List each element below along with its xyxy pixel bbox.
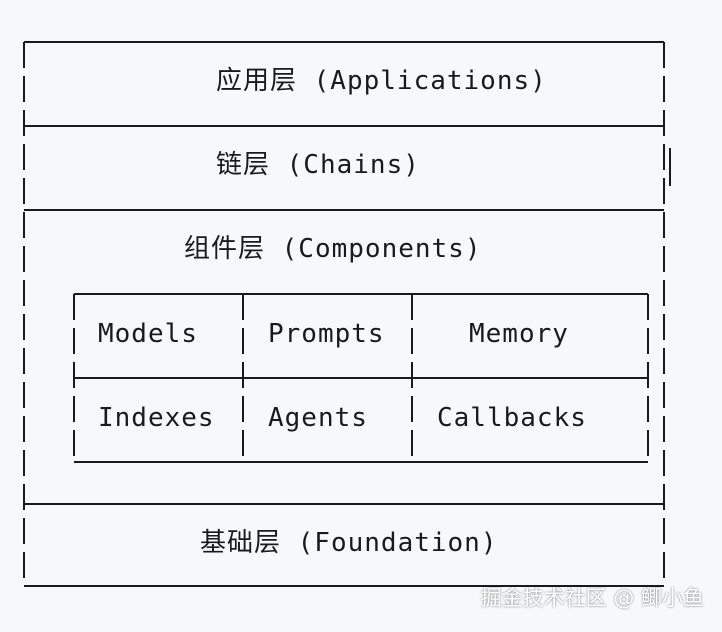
- component-prompts: Prompts: [268, 319, 385, 349]
- component-indexes: Indexes: [98, 403, 215, 433]
- component-models: Models: [98, 319, 198, 349]
- component-agents: Agents: [268, 403, 368, 433]
- component-memory: Memory: [469, 319, 569, 349]
- component-callbacks: Callbacks: [437, 403, 587, 433]
- layer-applications-label: 应用层 (Applications): [216, 66, 547, 96]
- watermark: 掘金技术社区 @ 鲫小鱼: [480, 586, 704, 610]
- layer-foundation-label: 基础层 (Foundation): [200, 528, 498, 558]
- layer-components-label: 组件层 (Components): [184, 234, 482, 264]
- layer-chains-label: 链层 (Chains): [216, 150, 420, 180]
